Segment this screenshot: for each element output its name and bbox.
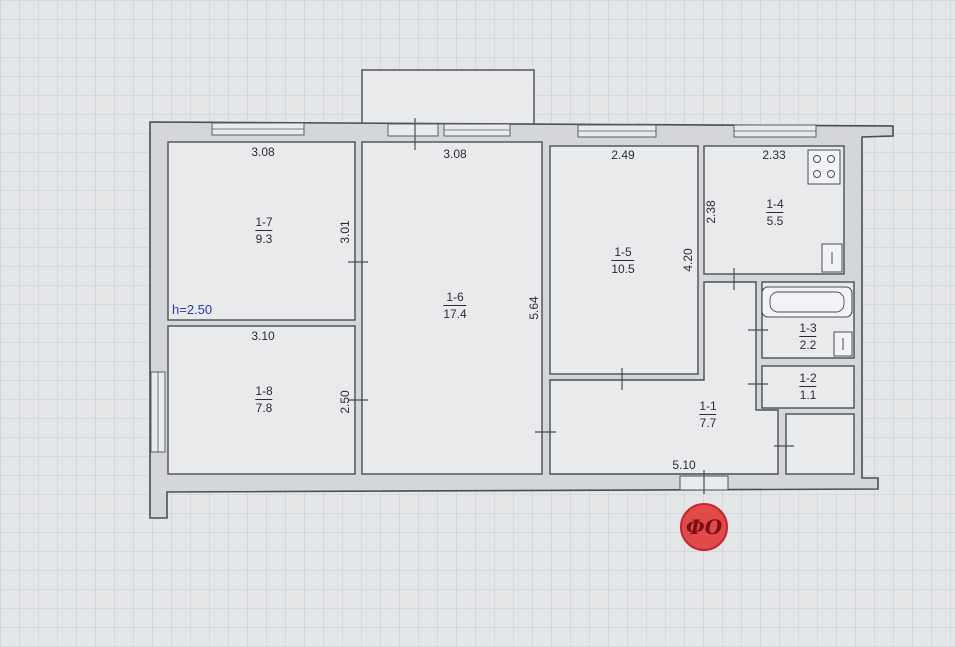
dimension-vertical-1-8: 2.50 — [338, 390, 352, 414]
window-1-6 — [443, 123, 511, 137]
dimension-vertical-1-4: 2.38 — [704, 200, 718, 224]
dimension-top-1-8: 3.10 — [251, 329, 275, 343]
balcony — [361, 69, 535, 129]
room-1-1-label: 1-1 7.7 — [699, 399, 717, 430]
dimension-top-1-4: 2.33 — [762, 148, 786, 162]
window-1-5 — [577, 124, 657, 138]
ceiling-height-label: h=2.50 — [172, 302, 213, 317]
room-1-2-label: 1-2 1.1 — [799, 371, 817, 402]
room-1-6-label: 1-6 17.4 — [443, 290, 467, 321]
room-1-3-label: 1-3 2.2 — [799, 321, 817, 352]
room-1-6-floor — [361, 141, 543, 475]
room-1-4-label: 1-4 5.5 — [766, 197, 784, 228]
dimension-top-1-5: 2.49 — [611, 148, 635, 162]
room-1-8-label: 1-8 7.8 — [255, 384, 273, 415]
dimension-top-1-6: 3.08 — [443, 147, 467, 161]
bath-sink-icon — [833, 331, 853, 357]
dimension-vertical-1-6: 5.64 — [527, 296, 541, 320]
window-1-7 — [211, 122, 305, 136]
room-1-2-floor — [761, 365, 855, 409]
room-1-7-floor — [167, 141, 356, 321]
room-1-8-floor — [167, 325, 356, 475]
stove-icon — [807, 149, 841, 185]
dimension-bottom-1-1: 5.10 — [672, 458, 696, 472]
bathtub-icon — [761, 286, 853, 318]
stamp: ФО — [680, 503, 728, 551]
window-1-8 — [150, 371, 166, 453]
closet-floor — [785, 413, 855, 475]
room-1-5-label: 1-5 10.5 — [611, 245, 635, 276]
kitchen-sink-icon — [821, 243, 843, 273]
dimension-top-1-7: 3.08 — [251, 145, 275, 159]
dimension-vertical-1-5: 4.20 — [681, 248, 695, 272]
entrance-door — [679, 470, 729, 494]
room-1-7-label: 1-7 9.3 — [255, 215, 273, 246]
room-1-1-floor — [549, 281, 779, 475]
balcony-door — [387, 118, 439, 150]
dimension-vertical-1-7: 3.01 — [338, 220, 352, 244]
window-1-4 — [733, 124, 817, 138]
